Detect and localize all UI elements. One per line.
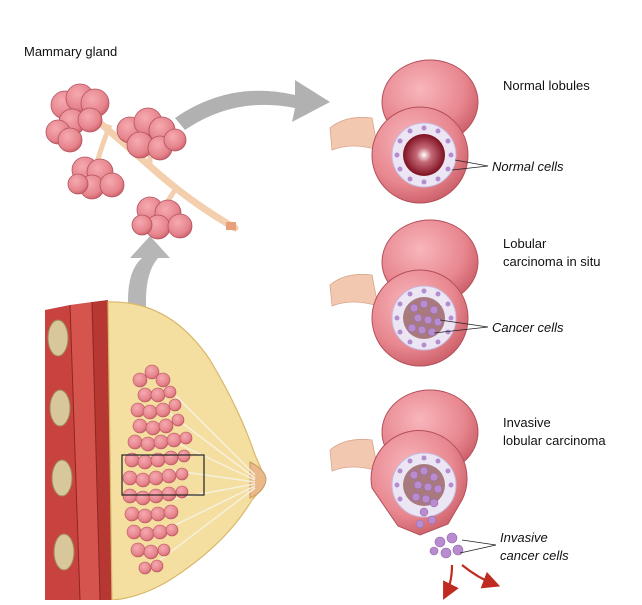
normal-lobule-illustration [330,60,488,203]
ilc-label-line2: lobular carcinoma [503,433,606,449]
cancer-cells-label: Cancer cells [492,320,564,336]
invasive-cells-label-line2: cancer cells [500,548,569,564]
lcis-lobule-illustration [330,220,488,366]
normal-cells-label: Normal cells [492,159,564,175]
mammary-gland-label: Mammary gland [24,44,117,60]
arrow-to-lobules [175,80,330,130]
breast-cross-section [45,300,266,600]
ilc-label-line1: Invasive [503,415,551,431]
lcis-label-line2: carcinoma in situ [503,254,601,270]
invasive-cells-label-line1: Invasive [500,530,548,546]
invasive-lobule-illustration [330,390,496,594]
normal-lobules-label: Normal lobules [503,78,590,94]
lcis-label-line1: Lobular [503,236,546,252]
